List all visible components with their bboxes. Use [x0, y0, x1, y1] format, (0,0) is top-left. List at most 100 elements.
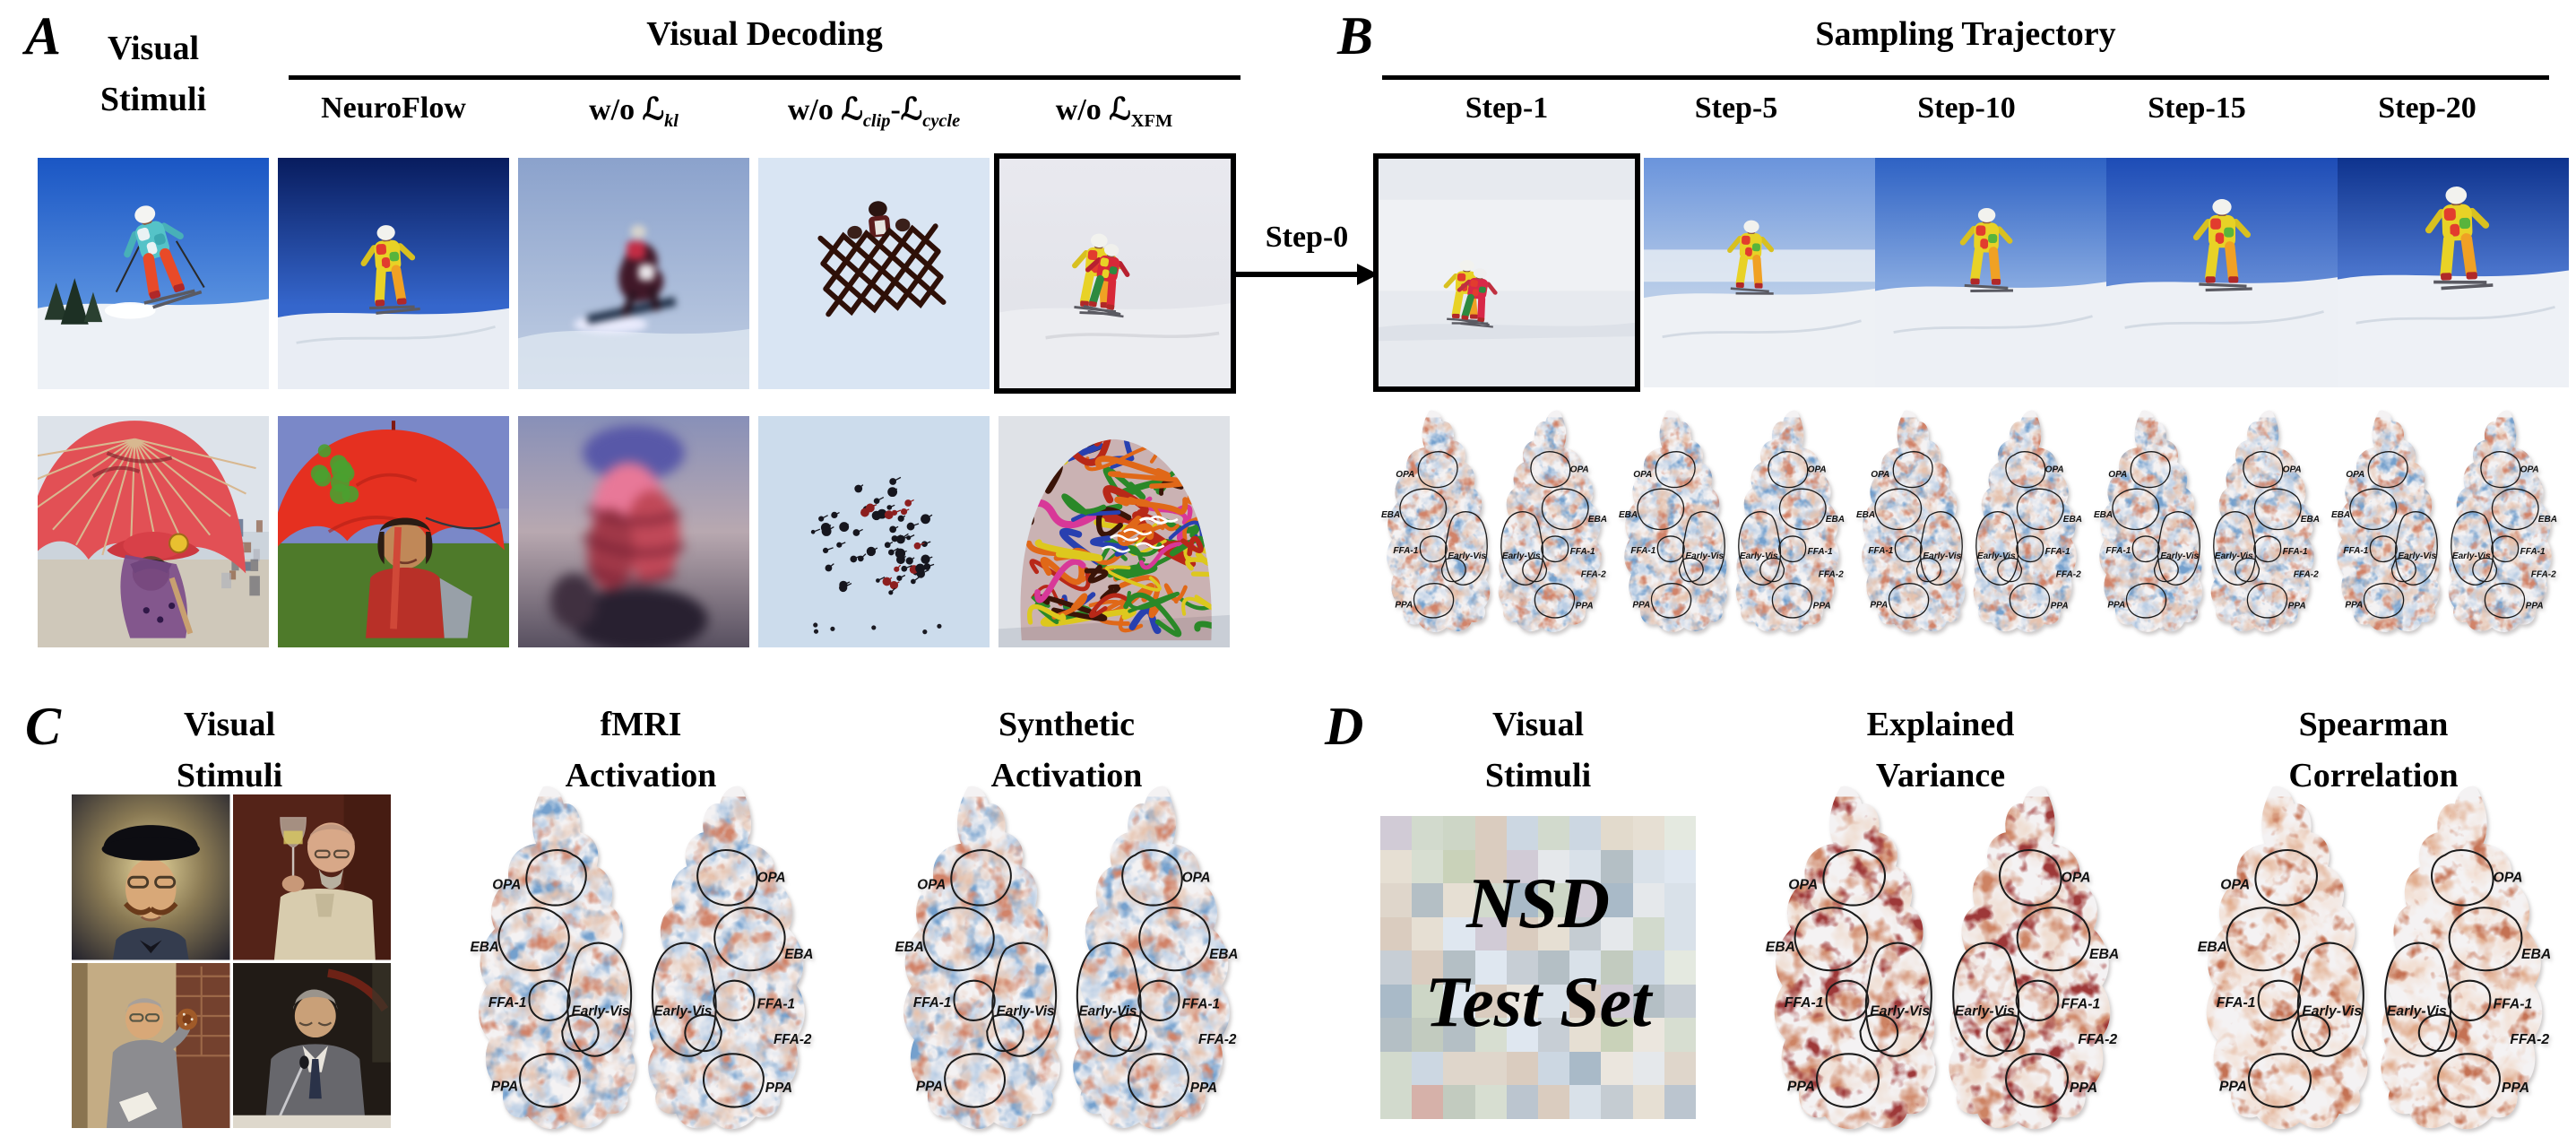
- svg-text:PPA: PPA: [2288, 601, 2306, 611]
- collage-photo-tile: [1632, 1085, 1664, 1119]
- svg-text:PPA: PPA: [1813, 601, 1831, 611]
- column-header-wo-l-kl: w/o ℒkl: [589, 91, 679, 131]
- collage-photo-tile: [1443, 883, 1475, 917]
- collage-photo-tile: [1538, 984, 1570, 1019]
- image-stimulus-umbrella: [38, 416, 269, 647]
- image-neuroflow-skier: [278, 158, 509, 389]
- collage-photo-tile: [1380, 1018, 1413, 1052]
- image-wo-lclip-lcycle-skier: [758, 158, 990, 389]
- svg-text:FFA-2: FFA-2: [2078, 1032, 2117, 1047]
- svg-text:Early-Vis: Early-Vis: [2302, 1003, 2362, 1019]
- loss-symbol: ℒ: [841, 91, 863, 127]
- collage-photo-tile: [1474, 1085, 1507, 1119]
- step0-transition: Step-0: [1235, 221, 1379, 289]
- column-header-wo-l-clip-cycle: w/o ℒclip-ℒcycle: [787, 91, 961, 131]
- collage-photo-tile: [1380, 984, 1413, 1019]
- collage-photo-tile: [1412, 883, 1444, 917]
- svg-text:PPA: PPA: [1870, 600, 1888, 610]
- step-label-1: Step-1: [1465, 91, 1549, 125]
- collage-photo-tile: [1443, 950, 1475, 985]
- svg-text:EBA: EBA: [2198, 940, 2227, 955]
- collage-photo-tile: [1664, 950, 1696, 985]
- collage-photo-tile: [1601, 883, 1633, 917]
- collage-photo-tile: [1412, 849, 1444, 884]
- svg-text:EBA: EBA: [2089, 947, 2119, 962]
- svg-text:OPA: OPA: [1788, 878, 1818, 893]
- image-step-1-framed: [1373, 153, 1640, 392]
- collage-photo-tile: [1443, 916, 1475, 951]
- svg-text:EBA: EBA: [1209, 947, 1238, 962]
- collage-photo-tile: [1380, 1085, 1413, 1119]
- svg-text:OPA: OPA: [2061, 871, 2090, 886]
- svg-text:EBA: EBA: [1619, 510, 1638, 520]
- collage-photo-tile: [1538, 916, 1570, 951]
- svg-text:FFA-1: FFA-1: [488, 995, 526, 1011]
- image-neuroflow-umbrella: [278, 416, 509, 647]
- collage-photo-tile: [1601, 950, 1633, 985]
- collage-photo-tile: [1601, 1085, 1633, 1119]
- svg-text:EBA: EBA: [1766, 940, 1795, 955]
- right-arrow-icon: [1235, 264, 1379, 285]
- svg-text:Early-Vis: Early-Vis: [1740, 551, 1778, 561]
- svg-text:FFA-1: FFA-1: [913, 995, 951, 1011]
- panel-c-synthetic-header: Synthetic Activation: [990, 706, 1143, 794]
- collage-photo-tile: [1538, 816, 1570, 850]
- svg-text:EBA: EBA: [1856, 510, 1875, 520]
- collage-photo-tile: [1569, 1051, 1602, 1086]
- collage-photo-tile: [1380, 950, 1413, 985]
- collage-photo-tile: [1569, 816, 1602, 850]
- collage-photo-tile: [1538, 1018, 1570, 1052]
- svg-text:EBA: EBA: [2094, 510, 2113, 520]
- svg-text:Early-Vis: Early-Vis: [572, 1003, 630, 1019]
- collage-photo-tile: [1443, 1085, 1475, 1119]
- image-wo-lxfm-skier-framed: [994, 153, 1236, 394]
- svg-text:OPA: OPA: [1808, 465, 1827, 475]
- collage-photo-tile: [1569, 1018, 1602, 1052]
- collage-photo-tile: [1538, 1051, 1570, 1086]
- image-step-5: [1644, 158, 1875, 387]
- collage-photo-tile: [1664, 1051, 1696, 1086]
- svg-text:FFA-2: FFA-2: [2056, 569, 2081, 579]
- collage-photo-tile: [1412, 916, 1444, 951]
- collage-photo-tile: [1443, 1018, 1475, 1052]
- collage-photo-tile: [1474, 1018, 1507, 1052]
- panel-a-group-title: Visual Decoding: [646, 15, 883, 53]
- nsd-overlay-line1: NSD: [1465, 864, 1611, 943]
- svg-text:EBA: EBA: [471, 940, 499, 955]
- svg-text:PPA: PPA: [2345, 600, 2363, 610]
- collage-photo-tile: [1474, 950, 1507, 985]
- svg-text:OPA: OPA: [2045, 465, 2064, 475]
- collage-photo-tile: [1601, 1051, 1633, 1086]
- svg-text:Early-Vis: Early-Vis: [1955, 1003, 2015, 1019]
- svg-text:OPA: OPA: [2520, 465, 2539, 475]
- collage-photo-tile: [1664, 883, 1696, 917]
- svg-text:EBA: EBA: [2538, 515, 2557, 525]
- panel-d-variance-header: Explained Variance: [1866, 706, 2015, 794]
- collage-photo-tile: [1632, 1051, 1664, 1086]
- nsd-collage-tiles: [1380, 816, 1696, 1119]
- collage-photo-tile: [1538, 883, 1570, 917]
- svg-text:FFA-2: FFA-2: [1819, 569, 1844, 579]
- collage-photo-tile: [1569, 1085, 1602, 1119]
- step-label-5: Step-5: [1694, 91, 1778, 125]
- visual-decoding-rule: [289, 75, 1240, 80]
- svg-text:Early-Vis: Early-Vis: [1078, 1003, 1137, 1019]
- svg-text:EBA: EBA: [895, 940, 924, 955]
- step-label-10: Step-10: [1917, 91, 2016, 125]
- svg-text:FFA-1: FFA-1: [1182, 996, 1220, 1011]
- svg-text:FFA-1: FFA-1: [2217, 995, 2256, 1011]
- svg-text:Early-Vis: Early-Vis: [2160, 551, 2199, 561]
- collage-photo-tile: [1506, 849, 1538, 884]
- collage-photo-tile: [1443, 849, 1475, 884]
- image-step-20: [2338, 158, 2569, 387]
- collage-photo-tile: [1569, 916, 1602, 951]
- svg-text:OPA: OPA: [2283, 465, 2302, 475]
- collage-photo-tile: [1569, 984, 1602, 1019]
